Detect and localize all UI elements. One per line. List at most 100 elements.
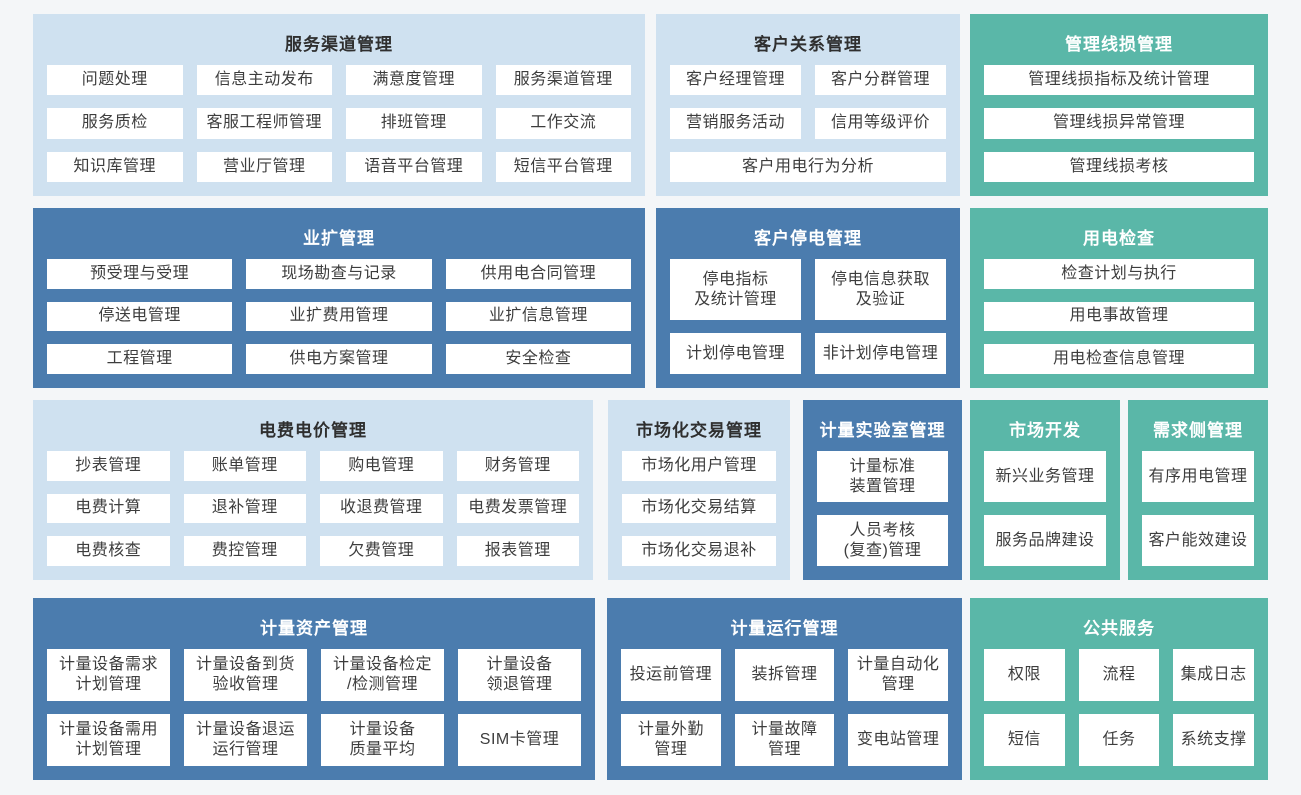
- block-metering-asset-management: 计量资产管理 计量设备需求 计划管理 计量设备到货 验收管理 计量设备检定 /检…: [33, 598, 595, 780]
- module-cell: 工程管理: [47, 344, 233, 374]
- block-public-services: 公共服务 权限 流程 集成日志 短信 任务 系统支撑: [970, 598, 1268, 780]
- module-cell: 满意度管理: [346, 65, 482, 96]
- module-cell: 预受理与受理: [47, 259, 233, 289]
- block-grid: 抄表管理 账单管理 购电管理 财务管理 电费计算 退补管理 收退费管理 电费发票…: [47, 451, 579, 566]
- module-cell: 装拆管理: [734, 649, 835, 701]
- module-cell: 客户用电行为分析: [670, 151, 946, 182]
- module-cell: 短信平台管理: [495, 151, 631, 182]
- block-line-loss-management: 管理线损管理 管理线损指标及统计管理 管理线损异常管理 管理线损考核: [970, 14, 1268, 196]
- module-cell: 供电方案管理: [246, 344, 432, 374]
- block-grid: 权限 流程 集成日志 短信 任务 系统支撑: [984, 649, 1254, 766]
- module-cell: SIM卡管理: [458, 714, 581, 766]
- module-cell: 停送电管理: [47, 301, 233, 332]
- block-title: 客户停电管理: [754, 229, 862, 248]
- module-cell: 管理线损指标及统计管理: [984, 65, 1254, 96]
- block-title: 业扩管理: [303, 229, 375, 248]
- module-cell: 计量故障 管理: [734, 714, 835, 766]
- block-grid: 停电指标 及统计管理 停电信息获取 及验证 计划停电管理 非计划停电管理: [670, 259, 946, 374]
- module-cell: 语音平台管理: [346, 151, 482, 182]
- module-cell: 计量设备 质量平均: [321, 714, 444, 766]
- block-customer-outage-management: 客户停电管理 停电指标 及统计管理 停电信息获取 及验证 计划停电管理 非计划停…: [656, 208, 960, 388]
- block-title: 管理线损管理: [1065, 35, 1173, 54]
- module-cell: 购电管理: [320, 451, 443, 481]
- block-title: 服务渠道管理: [285, 35, 393, 54]
- module-cell: 投运前管理: [621, 649, 721, 701]
- module-cell: 计划停电管理: [670, 333, 801, 374]
- module-cell: 知识库管理: [47, 151, 183, 182]
- module-cell: 工作交流: [495, 108, 631, 139]
- block-market-trade-management: 市场化交易管理 市场化用户管理 市场化交易结算 市场化交易退补: [608, 400, 790, 580]
- module-cell: 用电事故管理: [984, 301, 1254, 332]
- block-title: 用电检查: [1083, 229, 1155, 248]
- module-cell: 流程: [1078, 649, 1160, 701]
- module-cell: 市场化交易结算: [622, 493, 776, 524]
- module-cell: 业扩费用管理: [246, 301, 432, 332]
- block-title: 市场化交易管理: [636, 421, 762, 440]
- module-cell: 服务品牌建设: [984, 515, 1106, 566]
- block-title: 计量资产管理: [260, 619, 368, 638]
- module-cell: 欠费管理: [320, 536, 443, 566]
- block-grid: 问题处理 信息主动发布 满意度管理 服务渠道管理 服务质检 客服工程师管理 排班…: [47, 65, 631, 182]
- module-cell: 人员考核 (复查)管理: [817, 515, 948, 566]
- block-service-channel-management: 服务渠道管理 问题处理 信息主动发布 满意度管理 服务渠道管理 服务质检 客服工…: [33, 14, 645, 196]
- block-market-development: 市场开发 新兴业务管理 服务品牌建设: [970, 400, 1120, 580]
- module-cell: 信用等级评价: [815, 108, 946, 139]
- module-cell: 检查计划与执行: [984, 259, 1254, 289]
- module-cell: 计量设备需求 计划管理: [47, 649, 170, 701]
- module-cell: 业扩信息管理: [445, 301, 631, 332]
- module-cell: 计量设备需用 计划管理: [47, 714, 170, 766]
- module-cell: 任务: [1078, 714, 1160, 766]
- module-cell: 问题处理: [47, 65, 183, 96]
- module-cell: 电费核查: [47, 536, 170, 566]
- module-cell: 现场勘查与记录: [246, 259, 432, 289]
- module-cell: 电费计算: [47, 493, 170, 524]
- module-cell: 收退费管理: [320, 493, 443, 524]
- module-cell: 服务渠道管理: [495, 65, 631, 96]
- block-title: 客户关系管理: [754, 35, 862, 54]
- module-cell: 营业厅管理: [196, 151, 332, 182]
- module-cell: 市场化用户管理: [622, 451, 776, 481]
- block-grid: 市场化用户管理 市场化交易结算 市场化交易退补: [622, 451, 776, 566]
- block-grid: 计量标准 装置管理 人员考核 (复查)管理: [817, 451, 948, 566]
- module-cell: 客户分群管理: [815, 65, 946, 96]
- module-cell: 停电信息获取 及验证: [815, 259, 946, 320]
- block-grid: 管理线损指标及统计管理 管理线损异常管理 管理线损考核: [984, 65, 1254, 182]
- module-cell: 计量自动化 管理: [848, 649, 948, 701]
- block-demand-side-management: 需求侧管理 有序用电管理 客户能效建设: [1128, 400, 1268, 580]
- module-cell: 短信: [984, 714, 1065, 766]
- module-cell: 排班管理: [346, 108, 482, 139]
- block-title: 公共服务: [1083, 619, 1155, 638]
- module-cell: 计量标准 装置管理: [817, 451, 948, 502]
- module-cell: 计量设备到货 验收管理: [184, 649, 307, 701]
- block-grid: 计量设备需求 计划管理 计量设备到货 验收管理 计量设备检定 /检测管理 计量设…: [47, 649, 581, 766]
- module-cell: 账单管理: [183, 451, 306, 481]
- block-customer-relationship-management: 客户关系管理 客户经理管理 客户分群管理 营销服务活动 信用等级评价 客户用电行…: [656, 14, 960, 196]
- module-cell: 停电指标 及统计管理: [670, 259, 801, 320]
- block-metering-lab-management: 计量实验室管理 计量标准 装置管理 人员考核 (复查)管理: [803, 400, 962, 580]
- module-cell: 系统支撑: [1173, 714, 1254, 766]
- module-cell: 客户能效建设: [1142, 515, 1254, 566]
- module-cell: 客户经理管理: [670, 65, 801, 96]
- module-cell: 计量设备 领退管理: [458, 649, 581, 701]
- module-cell: 抄表管理: [47, 451, 170, 481]
- module-cell: 用电检查信息管理: [984, 344, 1254, 374]
- module-cell: 客服工程师管理: [196, 108, 332, 139]
- module-cell: 安全检查: [445, 344, 631, 374]
- module-cell: 营销服务活动: [670, 108, 801, 139]
- block-grid: 有序用电管理 客户能效建设: [1142, 451, 1254, 566]
- module-cell: 集成日志: [1173, 649, 1254, 701]
- module-cell: 服务质检: [47, 108, 183, 139]
- block-grid: 投运前管理 装拆管理 计量自动化 管理 计量外勤 管理 计量故障 管理 变电站管…: [621, 649, 948, 766]
- module-cell: 管理线损考核: [984, 151, 1254, 182]
- block-title: 电费电价管理: [259, 421, 367, 440]
- module-cell: 变电站管理: [848, 714, 948, 766]
- block-tariff-management: 电费电价管理 抄表管理 账单管理 购电管理 财务管理 电费计算 退补管理 收退费…: [33, 400, 593, 580]
- module-cell: 计量外勤 管理: [621, 714, 721, 766]
- block-metering-operation-management: 计量运行管理 投运前管理 装拆管理 计量自动化 管理 计量外勤 管理 计量故障 …: [607, 598, 962, 780]
- module-cell: 计量设备退运 运行管理: [184, 714, 307, 766]
- module-cell: 报表管理: [456, 536, 579, 566]
- module-cell: 供用电合同管理: [445, 259, 631, 289]
- block-power-inspection: 用电检查 检查计划与执行 用电事故管理 用电检查信息管理: [970, 208, 1268, 388]
- module-cell: 财务管理: [456, 451, 579, 481]
- block-title: 市场开发: [1009, 421, 1081, 440]
